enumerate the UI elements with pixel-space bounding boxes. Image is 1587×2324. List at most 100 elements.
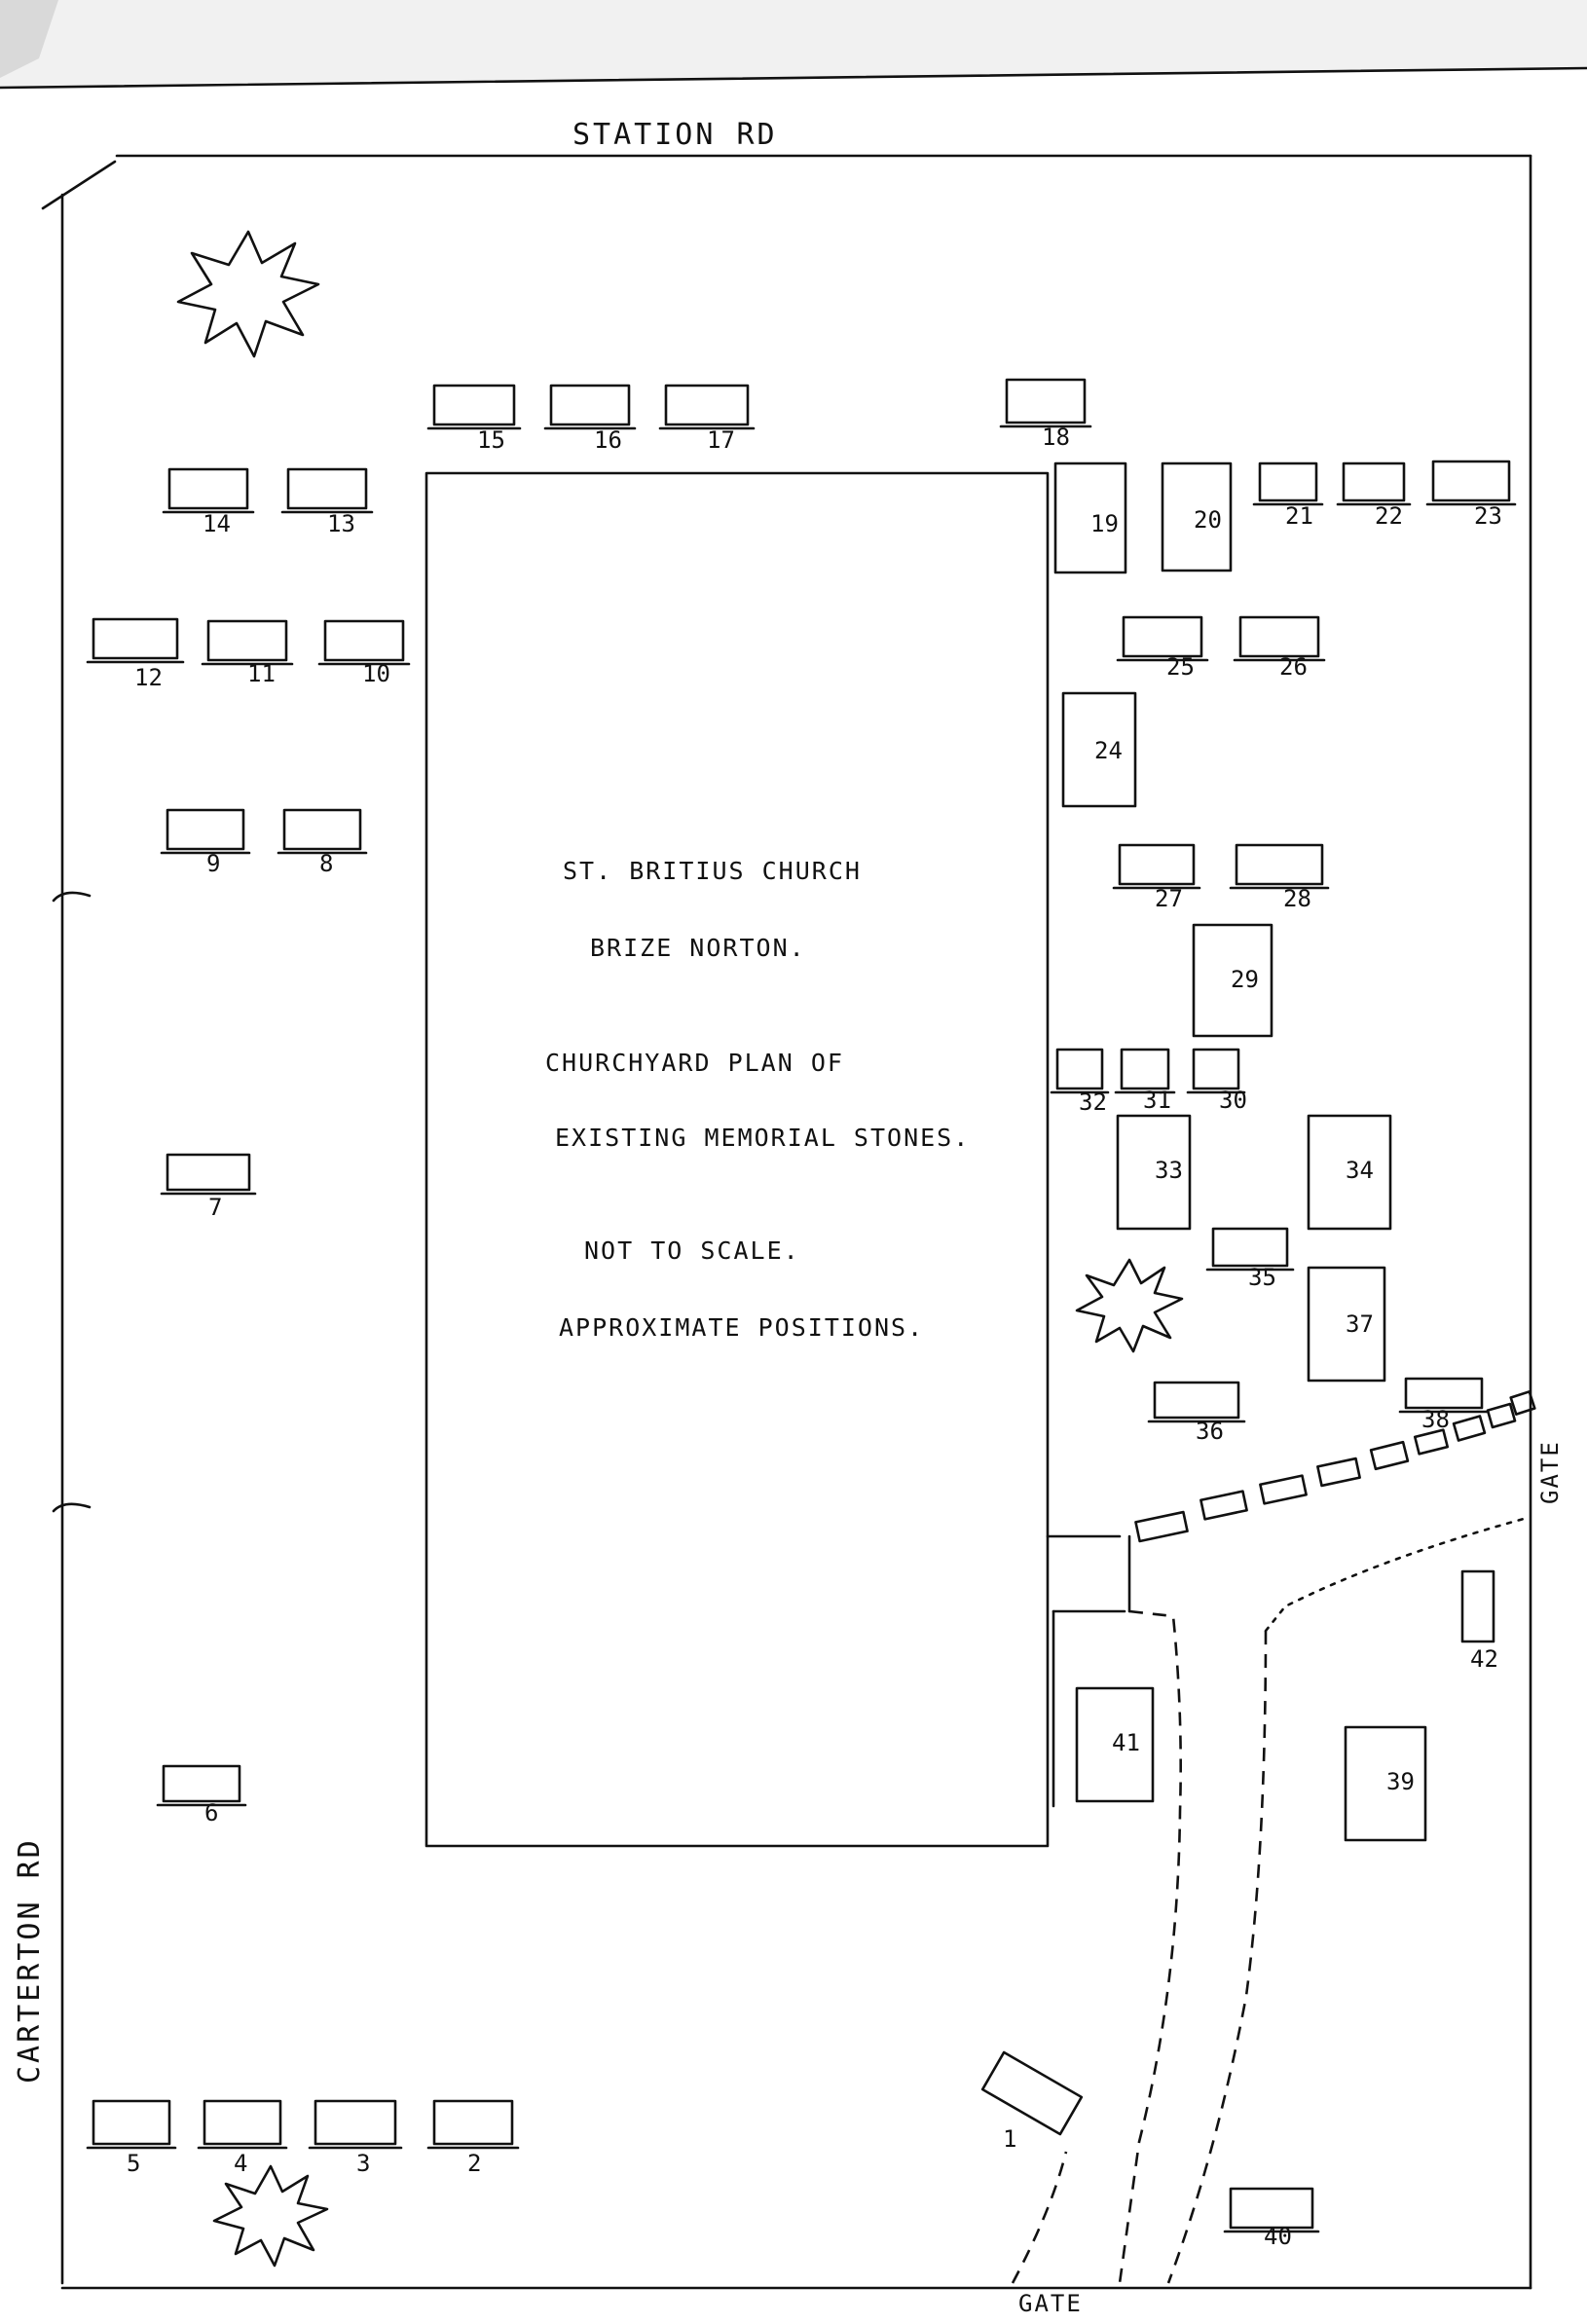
stone-number-40: 40	[1264, 2223, 1292, 2250]
memorial-stone-32	[1055, 1048, 1104, 1090]
stone-number-27: 27	[1155, 885, 1183, 912]
stone-number-18: 18	[1042, 424, 1070, 451]
memorial-stone-20	[1161, 461, 1233, 572]
road-label-carterton: CARTERTON RD	[13, 1837, 47, 2084]
memorial-stone-37	[1307, 1266, 1386, 1383]
memorial-stone-3	[314, 2099, 397, 2146]
stone-number-19: 19	[1090, 510, 1119, 537]
memorial-stone-16	[549, 384, 631, 426]
memorial-stone-21	[1258, 461, 1318, 502]
church-note-6: APPROXIMATE POSITIONS.	[559, 1313, 924, 1342]
memorial-stone-2	[432, 2099, 514, 2146]
stone-number-42: 42	[1470, 1645, 1498, 1673]
stone-number-32: 32	[1079, 1088, 1107, 1116]
memorial-stone-28	[1235, 843, 1324, 886]
stone-number-12: 12	[134, 664, 163, 691]
stone-number-22: 22	[1375, 502, 1403, 530]
memorial-stone-39	[1344, 1725, 1427, 1842]
memorial-stone-41	[1075, 1686, 1155, 1803]
memorial-stone-38	[1404, 1377, 1484, 1410]
memorial-stone-35	[1211, 1227, 1289, 1268]
paths	[1011, 1390, 1536, 2284]
memorial-stone-10	[323, 619, 405, 662]
memorial-stone-24	[1061, 691, 1137, 808]
gate-label-east: GATE	[1536, 1440, 1564, 1504]
stone-number-5: 5	[127, 2150, 140, 2177]
stone-number-28: 28	[1283, 885, 1311, 912]
memorial-stone-14	[167, 467, 249, 510]
stone-number-37: 37	[1346, 1310, 1374, 1338]
stone-number-36: 36	[1196, 1418, 1224, 1445]
churchyard-boundary	[41, 154, 1532, 2290]
stone-number-13: 13	[327, 510, 355, 537]
stone-number-21: 21	[1285, 502, 1313, 530]
memorial-stone-13	[286, 467, 368, 510]
stone-number-38: 38	[1421, 1406, 1450, 1433]
stone-number-14: 14	[203, 510, 231, 537]
memorial-stone-42	[1460, 1569, 1495, 1643]
memorial-stone-27	[1118, 843, 1196, 886]
gate-label-south: GATE	[1018, 2290, 1083, 2317]
church-note-2: BRIZE NORTON.	[590, 934, 806, 962]
memorial-stone-12	[92, 617, 179, 660]
memorial-stone-26	[1238, 615, 1320, 658]
stone-number-33: 33	[1155, 1157, 1183, 1184]
memorial-stone-31	[1120, 1048, 1170, 1090]
memorial-stone-19	[1053, 461, 1127, 574]
stone-number-11: 11	[247, 660, 276, 687]
stone-number-30: 30	[1219, 1087, 1247, 1114]
stone-number-29: 29	[1231, 966, 1259, 993]
memorial-stone-17	[664, 384, 750, 426]
memorial-stone-15	[432, 384, 516, 426]
church-note-4: EXISTING MEMORIAL STONES.	[555, 1124, 970, 1152]
stone-number-9: 9	[206, 850, 220, 877]
tree-icon	[176, 230, 320, 358]
stone-number-20: 20	[1194, 506, 1222, 534]
tree-icon	[212, 2164, 329, 2268]
paving-slabs	[1134, 1390, 1536, 1543]
stone-number-15: 15	[477, 426, 505, 454]
memorial-stones	[86, 378, 1517, 2233]
stone-number-8: 8	[319, 850, 333, 877]
stone-number-25: 25	[1166, 653, 1195, 681]
memorial-stone-30	[1192, 1048, 1240, 1090]
stone-number-16: 16	[594, 426, 622, 454]
memorial-stone-29	[1192, 923, 1273, 1038]
memorial-stone-34	[1307, 1114, 1392, 1231]
stone-number-10: 10	[362, 660, 390, 687]
stone-number-24: 24	[1094, 737, 1123, 764]
memorial-stone-1	[980, 2050, 1084, 2136]
stone-number-3: 3	[356, 2150, 370, 2177]
tree-icon	[1075, 1258, 1184, 1353]
stone-number-41: 41	[1112, 1729, 1140, 1756]
memorial-stone-36	[1153, 1381, 1240, 1420]
stone-number-17: 17	[707, 426, 735, 454]
memorial-stone-6	[162, 1764, 241, 1803]
stone-number-4: 4	[234, 2150, 247, 2177]
church-note-5: NOT TO SCALE.	[584, 1236, 800, 1265]
stone-number-26: 26	[1279, 653, 1308, 681]
memorial-stone-9	[166, 808, 245, 851]
memorial-stone-5	[92, 2099, 171, 2146]
memorial-stone-18	[1005, 378, 1087, 424]
memorial-stone-25	[1122, 615, 1203, 658]
memorial-stone-11	[206, 619, 288, 662]
stone-number-31: 31	[1143, 1087, 1171, 1114]
stone-number-39: 39	[1386, 1768, 1415, 1795]
memorial-stone-22	[1342, 461, 1406, 502]
church-notes: ST. BRITIUS CHURCH BRIZE NORTON. CHURCHY…	[545, 857, 970, 1342]
scan-edge	[0, 0, 1587, 90]
memorial-stone-4	[203, 2099, 282, 2146]
stone-number-2: 2	[467, 2150, 481, 2177]
church-note-1: ST. BRITIUS CHURCH	[563, 857, 862, 885]
stone-number-6: 6	[204, 1799, 218, 1826]
stone-number-7: 7	[208, 1194, 222, 1221]
stone-number-1: 1	[1003, 2125, 1016, 2153]
memorial-stone-40	[1229, 2187, 1314, 2230]
memorial-stone-33	[1116, 1114, 1192, 1231]
memorial-stone-23	[1431, 460, 1511, 502]
stone-number-23: 23	[1474, 502, 1502, 530]
memorial-stone-7	[166, 1153, 251, 1192]
